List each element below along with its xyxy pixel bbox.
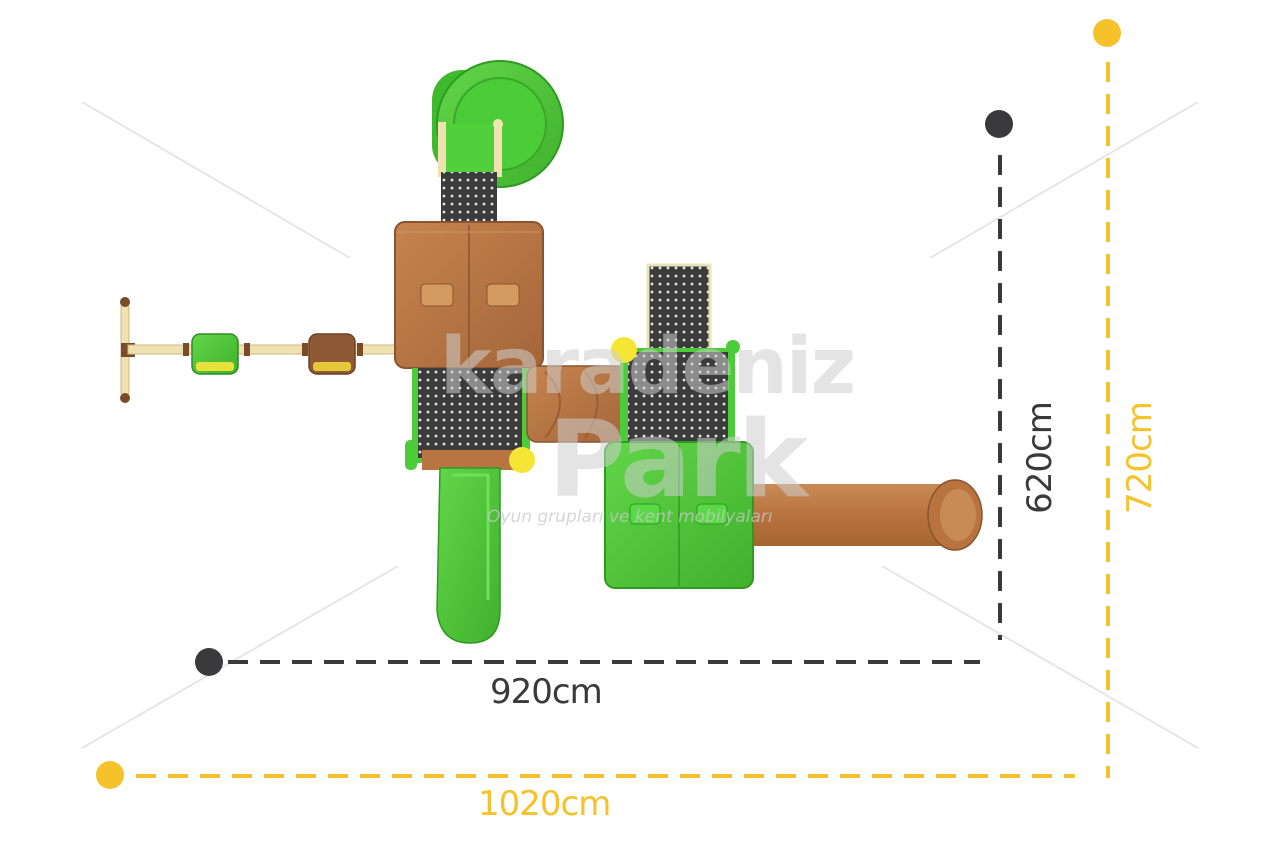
watermark-tagline: Oyun grupları ve kent mobilyaları	[487, 507, 773, 527]
outer-width-label: 1020cm	[478, 784, 611, 824]
middle-climbing-net	[646, 263, 712, 352]
watermark-brand-line1: karadeniz	[440, 322, 856, 412]
inner-width-label: 920cm	[490, 672, 603, 712]
outer-width-endpoint	[96, 761, 124, 789]
green-swing-seat	[191, 333, 239, 375]
yellow-knob-bottom	[509, 447, 535, 473]
top-climbing-net	[441, 172, 497, 226]
swing-set	[120, 297, 399, 403]
inner-depth-dimension-line	[985, 110, 1013, 640]
right-platform	[616, 340, 740, 448]
guide-lines	[81, 101, 1199, 749]
outer-width-dimension-line	[96, 761, 1075, 789]
green-tower-roof	[604, 441, 754, 589]
inner-width-dimension-line	[195, 648, 980, 676]
outer-depth-dimension-line	[1093, 19, 1121, 778]
left-platform	[405, 368, 530, 470]
inner-width-endpoint	[195, 648, 223, 676]
outer-depth-endpoint	[1093, 19, 1121, 47]
watermark-brand-line2: Park	[548, 398, 808, 521]
brown-tower-roof	[394, 221, 544, 369]
outer-depth-label: 720cm	[1120, 402, 1160, 514]
brown-swing-seat	[308, 333, 356, 375]
spiral-slide	[432, 60, 564, 188]
straight-slide	[436, 467, 501, 644]
tube-slide	[740, 479, 983, 551]
inner-depth-endpoint	[985, 110, 1013, 138]
yellow-knob-top	[611, 337, 637, 363]
inner-depth-label: 620cm	[1020, 402, 1060, 514]
